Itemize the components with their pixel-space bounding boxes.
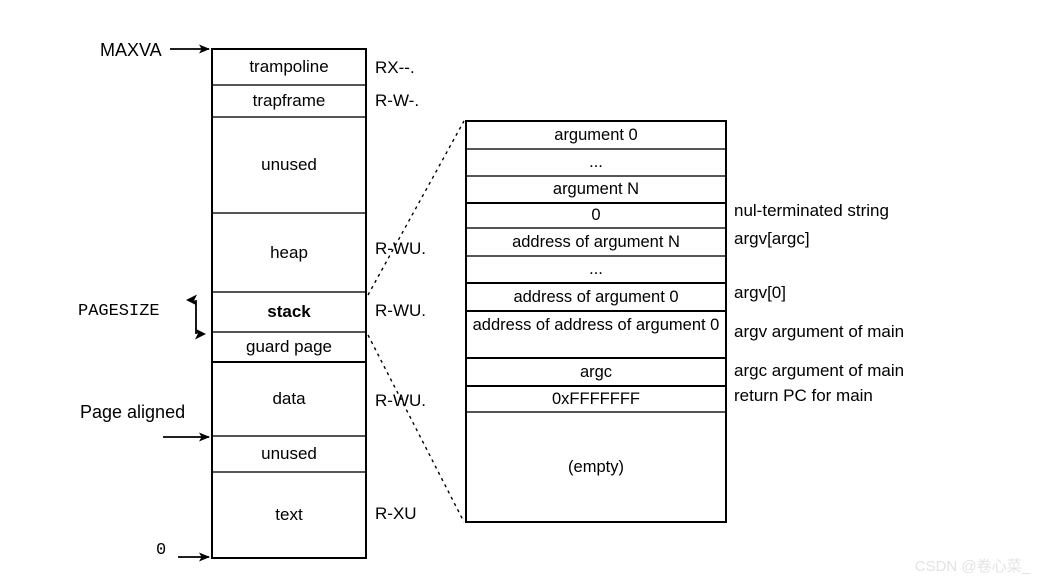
stack-row-label: argc: [579, 362, 613, 381]
vm-row-guard-page: guard page: [213, 333, 365, 363]
stack-row-label: argument N: [552, 180, 640, 198]
vm-row-label: stack: [267, 302, 311, 321]
stack-row-null-terminator: 0: [467, 204, 725, 229]
stack-row-address-of-argument-n: address of argument N: [467, 229, 725, 257]
stack-row-label: address of argument 0: [513, 287, 679, 306]
label-maxva: MAXVA: [100, 40, 162, 60]
vm-row-trampoline: trampoline: [213, 50, 365, 86]
label-pagesize: PAGESIZE: [78, 302, 160, 321]
leader-line-bottom: [367, 334, 465, 523]
vm-row-stack: stack: [213, 293, 365, 333]
user-stack-detail-box: argument 0 ... argument N 0 address of a…: [465, 120, 727, 523]
perm-text: R-XU: [375, 504, 417, 523]
stack-row-argument-0: argument 0: [467, 122, 725, 150]
stack-row-label: (empty): [568, 457, 624, 476]
perm-data: R-WU.: [375, 391, 426, 410]
annotation-argc-argument-of-main: argc argument of main: [734, 361, 905, 380]
vm-row-label: unused: [261, 444, 317, 463]
vm-row-label: guard page: [245, 337, 333, 356]
stack-row-ellipsis-addrs: ...: [467, 257, 725, 284]
vm-row-label: unused: [261, 155, 317, 174]
vm-row-label: trapframe: [252, 91, 326, 110]
stack-row-empty: (empty): [467, 413, 725, 521]
perm-stack: R-WU.: [375, 301, 426, 320]
stack-row-label: ...: [589, 260, 603, 278]
perm-heap: R-WU.: [375, 239, 426, 258]
stack-row-address-of-address-of-argument-0: address of address of argument 0: [467, 312, 725, 359]
annotation-argv-0: argv[0]: [734, 283, 786, 302]
leader-line-top: [367, 120, 465, 296]
vm-row-unused-lower: unused: [213, 437, 365, 473]
stack-row-label: 0xFFFFFFF: [552, 389, 640, 408]
stack-row-label: address of argument N: [512, 232, 680, 251]
stack-row-argc: argc: [467, 359, 725, 387]
perm-trampoline: RX--.: [375, 58, 415, 77]
stack-row-label: 0: [591, 206, 601, 224]
stack-row-label: argument 0: [554, 125, 638, 144]
vm-row-label: trampoline: [249, 57, 329, 76]
vm-row-label: heap: [270, 242, 308, 262]
vm-row-label: text: [275, 505, 303, 524]
annotation-argv-argc: argv[argc]: [734, 229, 810, 248]
perm-trapframe: R-W-.: [375, 91, 420, 110]
stack-row-label: ...: [589, 153, 603, 171]
stack-row-label: address of address of argument 0: [472, 316, 720, 334]
stack-row-address-of-argument-0: address of argument 0: [467, 284, 725, 312]
vm-row-trapframe: trapframe: [213, 86, 365, 118]
annotation-return-pc-for-main: return PC for main: [734, 386, 873, 405]
label-page-aligned: Page aligned: [80, 402, 186, 422]
vm-row-data: data: [213, 363, 365, 437]
label-zero: 0: [156, 541, 167, 560]
stack-row-ellipsis-args: ...: [467, 150, 725, 177]
vm-row-unused-upper: unused: [213, 118, 365, 214]
csdn-watermark: CSDN @卷心菜_: [914, 558, 1030, 575]
vm-row-heap: heap: [213, 214, 365, 293]
annotation-argv-argument-of-main: argv argument of main: [734, 322, 905, 341]
vm-row-text: text: [213, 473, 365, 557]
stack-row-argument-n: argument N: [467, 177, 725, 204]
vm-row-label: data: [272, 389, 306, 408]
stack-row-return-pc: 0xFFFFFFF: [467, 387, 725, 413]
virtual-address-space-box: trampoline trapframe unused heap stack g…: [211, 48, 367, 559]
annotation-nul-terminated-string: nul-terminated string: [734, 201, 889, 220]
